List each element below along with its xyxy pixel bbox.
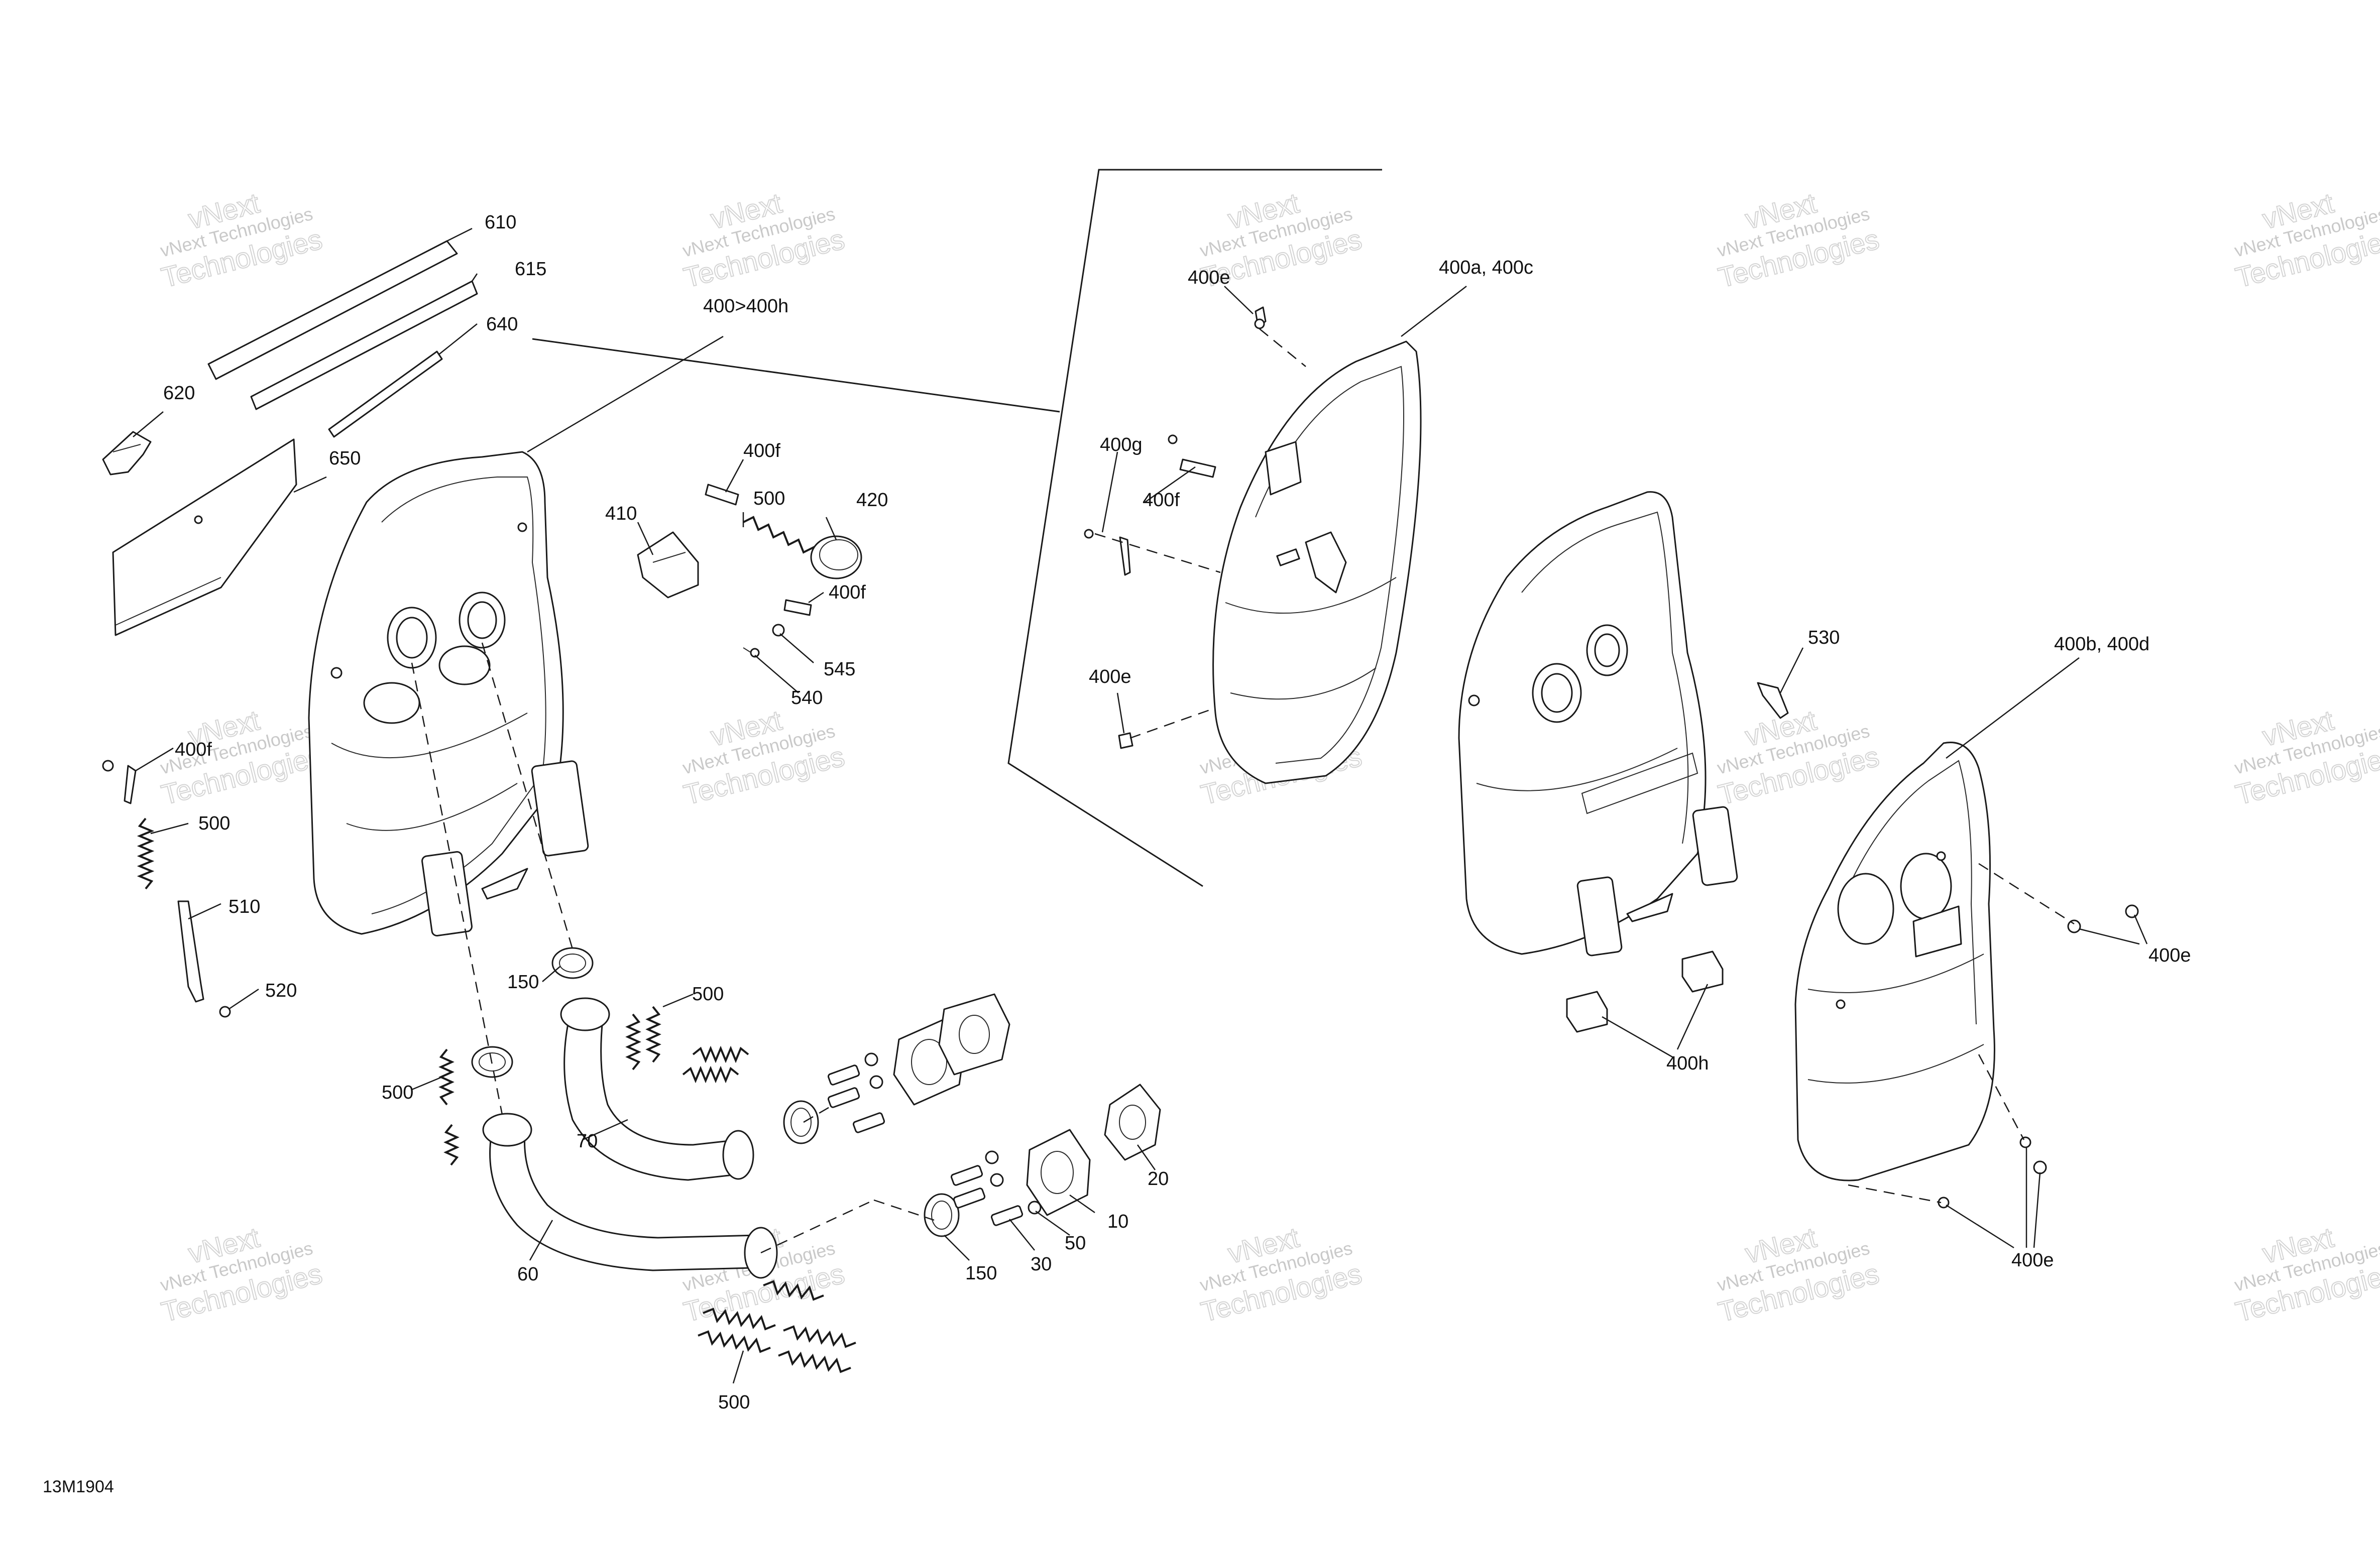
callout-60: 60: [517, 1264, 538, 1285]
springs-500-left-cluster: [438, 1048, 460, 1166]
heat-shield-640: [328, 350, 443, 438]
leader-lines: [133, 227, 2148, 1384]
springs-500-bottom-cluster: [698, 1280, 856, 1373]
watermark-10: vNext vNext Technologies Technologies: [2232, 703, 2380, 811]
spring-500-left: [137, 817, 155, 890]
callout-400a-400c: 400a, 400c: [1439, 257, 1533, 278]
clip-400f-detail: [1119, 458, 1216, 576]
callout-30: 30: [1031, 1254, 1052, 1275]
callout-500-mid: 500: [692, 984, 724, 1005]
callout-400e-bottom-right: 400e: [2011, 1250, 2054, 1271]
watermark-7: vNext vNext Technologies Technologies: [680, 703, 848, 811]
watermark-11: vNext vNext Technologies Technologies: [158, 1221, 325, 1328]
dashed-assembly-lines: [411, 328, 2075, 1254]
bracket-530: [1757, 682, 1789, 719]
callout-500-top: 500: [753, 488, 785, 509]
callout-400f-left: 400f: [175, 739, 212, 760]
callout-620: 620: [163, 383, 195, 404]
ring-150-top: [551, 947, 594, 979]
callout-400f-mid: 400f: [829, 582, 866, 603]
callout-500-left-cluster: 500: [382, 1082, 413, 1103]
callout-640: 640: [486, 314, 518, 335]
screw-520: [219, 1006, 231, 1018]
exhaust-pipe-70: [560, 997, 754, 1181]
heat-shield-650: [112, 438, 297, 636]
callout-400f-top: 400f: [743, 440, 780, 461]
callout-400h: 400h: [1666, 1053, 1709, 1074]
callout-50: 50: [1065, 1233, 1086, 1254]
callout-400e-right: 400e: [2148, 945, 2191, 966]
watermark-4: vNext vNext Technologies Technologies: [1715, 186, 1882, 294]
callout-520: 520: [265, 980, 297, 1001]
bolts-upper: [827, 1052, 885, 1133]
heat-shield-615: [250, 280, 478, 410]
muffler-assembly-left: [308, 451, 589, 936]
callout-530: 530: [1808, 627, 1840, 648]
ring-150-right-bottom: [924, 1193, 960, 1237]
callout-10: 10: [1107, 1211, 1128, 1232]
fasteners-400e-right: [1938, 904, 2139, 1209]
callout-510: 510: [229, 896, 260, 917]
callout-400b-400d: 400b, 400d: [2054, 634, 2149, 655]
callout-150-top: 150: [507, 972, 539, 993]
springs-500-cluster-mid: [625, 1006, 749, 1084]
callout-650: 650: [329, 448, 361, 469]
watermark-1: vNext vNext Technologies Technologies: [158, 186, 325, 294]
blocks-400h: [1566, 951, 1724, 1033]
callout-615: 615: [515, 259, 546, 280]
fastener-400g: [1084, 434, 1178, 539]
figure-id: 13M1904: [43, 1477, 114, 1496]
fastener-400e-bottom: [1118, 732, 1134, 749]
callout-400-400h: 400>400h: [703, 296, 788, 317]
bolts-30: [950, 1165, 1024, 1226]
callout-400f-detail: 400f: [1143, 490, 1180, 511]
callout-545: 545: [824, 659, 855, 680]
clip-400f-top: [705, 484, 739, 506]
screw-540: [743, 647, 760, 658]
detail-frame: [532, 169, 1382, 887]
watermark-6: vNext vNext Technologies Technologies: [158, 703, 325, 811]
bracket-620: [102, 431, 152, 476]
gasket-20: [1104, 1084, 1161, 1161]
muffler-assembly-right: [1458, 491, 1738, 957]
heat-shield-610: [207, 240, 458, 380]
callout-70: 70: [577, 1131, 598, 1152]
watermark-15: vNext vNext Technologies Technologies: [2232, 1221, 2380, 1328]
bumper-410: [637, 531, 699, 599]
muffler-cover-400a: [1212, 340, 1422, 784]
watermark-14: vNext vNext Technologies Technologies: [1715, 1221, 1882, 1328]
watermark-2: vNext vNext Technologies Technologies: [680, 186, 848, 294]
watermark-13: vNext vNext Technologies Technologies: [1197, 1221, 1365, 1328]
callout-150-bottom: 150: [965, 1263, 997, 1284]
callout-420: 420: [856, 490, 888, 511]
callout-labels: 610 615 640 620 650 400>400h 400f 500 42…: [43, 212, 2191, 1496]
callout-610: 610: [485, 212, 516, 233]
ring-150-right-top: [783, 1100, 819, 1144]
fastener-400e-top: [1254, 306, 1267, 329]
callout-410: 410: [605, 503, 637, 524]
callout-500-left: 500: [198, 813, 230, 834]
clip-400f-left: [102, 760, 137, 804]
watermark-9: vNext vNext Technologies Technologies: [1715, 703, 1882, 811]
muffler-cover-400b: [1794, 742, 1995, 1181]
flange-10: [1026, 1129, 1091, 1216]
callout-400g: 400g: [1100, 434, 1143, 455]
exhaust-pipe-60: [482, 1113, 778, 1279]
callout-400e-bottom: 400e: [1089, 666, 1131, 687]
rod-510: [177, 900, 204, 1003]
clip-400f-mid: [783, 599, 812, 616]
callout-500-bottom: 500: [718, 1392, 750, 1413]
nuts-50: [985, 1150, 1042, 1215]
watermark-5: vNext vNext Technologies Technologies: [2232, 186, 2380, 294]
callout-400e-top: 400e: [1188, 267, 1230, 288]
callout-540: 540: [791, 687, 823, 708]
callout-20: 20: [1148, 1168, 1169, 1190]
cap-420: [810, 535, 862, 579]
washer-545: [772, 624, 785, 637]
gasket-upper: [938, 993, 1010, 1076]
